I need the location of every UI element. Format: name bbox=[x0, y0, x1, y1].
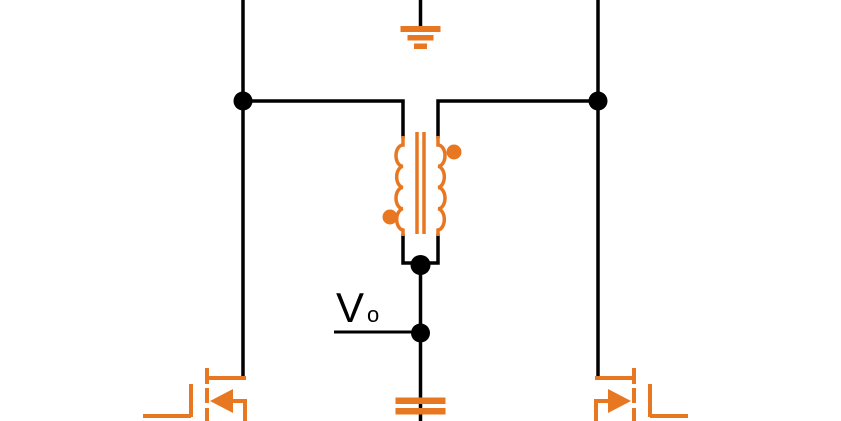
junction-dot-transformer-bottom bbox=[410, 255, 431, 275]
junction-dot-right-bus bbox=[588, 91, 608, 111]
right-mosfet-icon bbox=[594, 368, 688, 421]
vo-subscript: o bbox=[367, 302, 379, 327]
left-mosfet-icon bbox=[143, 368, 247, 421]
left-mosfet-body-arrow bbox=[210, 389, 233, 413]
transformer-icon bbox=[382, 132, 462, 236]
wiring bbox=[241, 0, 600, 421]
right-mosfet-source-lead bbox=[594, 399, 610, 421]
junction-dot-vo bbox=[411, 323, 430, 343]
ground-bar-3 bbox=[414, 43, 427, 49]
earth-ground-icon bbox=[400, 26, 441, 49]
ground-bar-2 bbox=[407, 35, 434, 41]
polarity-dot-top-right bbox=[446, 144, 462, 160]
junction-dots bbox=[233, 91, 608, 343]
capacitor-plate-bottom bbox=[395, 408, 446, 415]
left-mosfet-source-lead bbox=[231, 399, 247, 421]
right-mosfet-body-arrow bbox=[608, 389, 631, 413]
top-bus-left-wire bbox=[243, 99, 405, 138]
top-bus-right-wire bbox=[436, 99, 598, 138]
junction-dot-left-bus bbox=[233, 91, 253, 111]
polarity-dot-bottom-left bbox=[382, 209, 398, 225]
transformer-right-winding bbox=[436, 136, 447, 236]
vo-base: V bbox=[336, 284, 364, 331]
transformer-left-winding bbox=[394, 136, 405, 236]
capacitor-icon bbox=[395, 397, 446, 415]
capacitor-plate-top bbox=[395, 397, 446, 404]
ground-bar-1 bbox=[400, 26, 441, 32]
